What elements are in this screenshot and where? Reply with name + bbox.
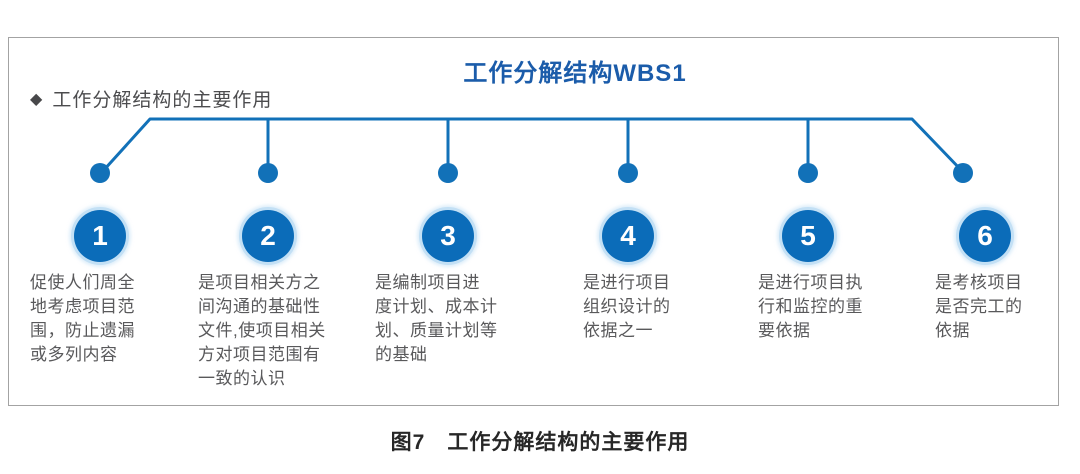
step-3-text: 是编制项目进 度计划、成本计 划、质量计划等 的基础 [375,273,498,364]
diagram-title: 工作分解结构WBS1 [463,60,687,87]
step-5-text: 是进行项目执 行和监控的重 要依据 [758,273,863,340]
step-5-circle: 5 [782,210,834,262]
step-4-text: 是进行项目 组织设计的 依据之一 [583,273,671,340]
step-6-circle: 6 [959,210,1011,262]
step-4-circle: 4 [602,210,654,262]
diamond-bullet-icon: ◆ [30,90,44,108]
diagram-frame [8,37,1059,406]
step-1-text: 促使人们周全 地考虑项目范 围，防止遗漏 或多列内容 [30,273,135,364]
diagram-subtitle-label: 工作分解结构的主要作用 [52,90,273,111]
step-6-text: 是考核项目 是否完工的 依据 [935,273,1023,340]
step-2-text: 是项目相关方之 间沟通的基础性 文件,使项目相关 方对项目范围有 一致的认识 [198,273,326,388]
step-1-circle: 1 [74,210,126,262]
step-2-circle: 2 [242,210,294,262]
step-3-circle: 3 [422,210,474,262]
diagram-subtitle: ◆ 工作分解结构的主要作用 [30,85,272,112]
figure-caption: 图7 工作分解结构的主要作用 [390,431,690,454]
